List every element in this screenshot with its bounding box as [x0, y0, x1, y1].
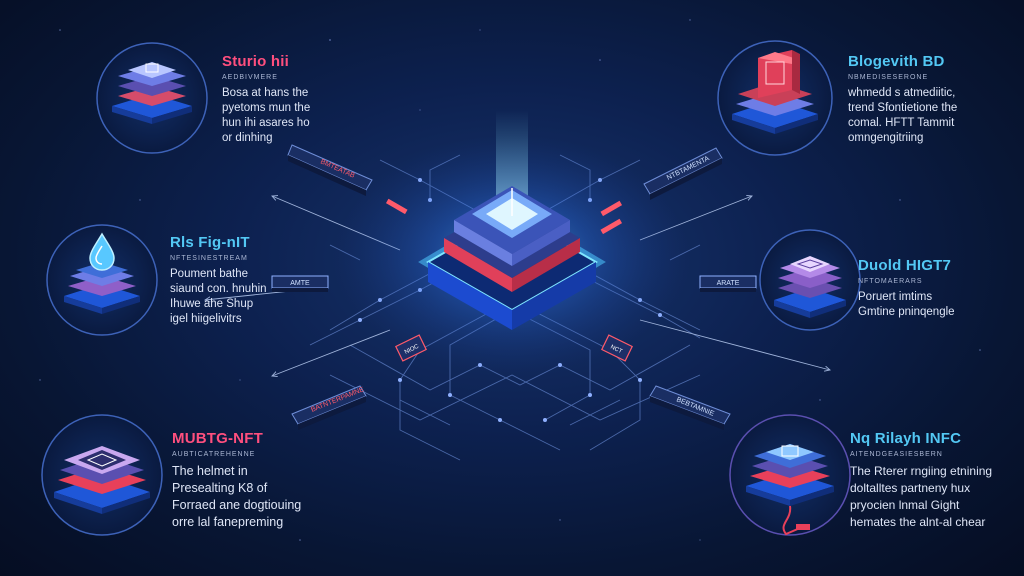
node-label-middle-right: Duold HIGT7 NFTOMAERARS Poruert imtims G…: [858, 257, 955, 320]
stacked-chip-icon: [112, 62, 192, 124]
connector-tag-bl: BATNTERPAMNE: [291, 385, 367, 430]
node-subtitle-middle-right: NFTOMAERARS: [858, 278, 923, 285]
node-label-bottom-right: Nq Rilayh INFC AITENDGEASIESBERN The Rte…: [850, 430, 992, 531]
node-line: comal. HFTT Tammit: [848, 117, 955, 129]
node-title-top-right: Blogevith BD: [848, 53, 945, 70]
node-line: The Rterer rngiing etnining: [850, 464, 993, 478]
mini-chip-left: NIOC: [395, 334, 427, 362]
node-line: orre lal fanepreming: [172, 515, 284, 529]
node-subtitle-middle-left: NFTESINESTREAM: [170, 255, 248, 262]
node-line: siaund con. hnuhin: [170, 283, 267, 295]
node-label-bottom-left: MUBTG-NFT AUBTICATREHENNE The helmet in …: [172, 430, 301, 531]
node-line: The helmet in: [172, 464, 248, 478]
node-line: hemates the alnt-al chear: [850, 515, 986, 529]
node-line: Gmtine pninqengle: [858, 306, 955, 318]
node-line: Forraed ane dogtiouing: [172, 498, 302, 512]
connector-tag-mr-text: ARATE: [717, 280, 740, 287]
mini-chip-right-text: NCT: [609, 344, 623, 355]
node-title-middle-right: Duold HIGT7: [858, 257, 952, 274]
node-line: Poruert imtims: [858, 291, 933, 303]
node-line: whmedd s atmediitic,: [848, 87, 956, 99]
central-core: [337, 110, 687, 375]
connector-tag-ml-text: AMTE: [290, 280, 310, 287]
node-line: doltalltes partneny hux: [850, 481, 971, 495]
node-title-middle-left: Rls Fig-nIT: [170, 234, 250, 251]
water-drop-icon: [64, 232, 140, 314]
connector-tag-tl: BMTEATAB: [287, 144, 373, 196]
node-line: Poument bathe: [170, 268, 249, 280]
node-title-bottom-left: MUBTG-NFT: [172, 430, 263, 447]
node-label-middle-left: Rls Fig-nIT NFTESINESTREAM Poument bathe…: [170, 234, 267, 327]
node-title-bottom-right: Nq Rilayh INFC: [850, 430, 962, 447]
node-line: pyetoms mun the: [222, 102, 311, 114]
node-ring-top-left: [96, 42, 208, 154]
node-line: igel hiigelivitrs: [170, 313, 242, 325]
connector-tag-ml: AMTE: [271, 275, 329, 292]
node-ring-middle-left: [46, 224, 158, 336]
node-subtitle-bottom-left: AUBTICATREHENNE: [172, 451, 256, 458]
mini-connector-pins: [385, 198, 623, 235]
node-title-top-left: Sturio hii: [222, 53, 289, 70]
node-line: Presealting K8 of: [172, 481, 268, 495]
chip-cable-icon: [746, 444, 834, 536]
node-subtitle-top-right: NBMEDISESERONE: [848, 74, 929, 81]
star-field: [39, 19, 981, 541]
node-ring-top-right: [717, 40, 833, 156]
flat-chip-icon: [54, 446, 150, 514]
node-label-top-left: Sturio hii AEDBIVMERE Bosa at hans the p…: [222, 53, 310, 146]
node-ring-middle-right: [759, 229, 861, 331]
node-line: Ihuwe ahe Shup: [170, 298, 254, 310]
node-line: omngengitriing: [848, 132, 924, 144]
connector-tag-tr: NTBTAMENTA: [643, 147, 723, 200]
node-line: Bosa at hans the: [222, 87, 309, 99]
node-line: pryocien lnmal Gight: [850, 498, 960, 512]
node-ring-bottom-left: [41, 414, 163, 536]
node-line: or dinhing: [222, 132, 273, 144]
node-line: trend Sfontietione the: [848, 102, 958, 114]
node-label-top-right: Blogevith BD NBMEDISESERONE whmedd s atm…: [848, 53, 957, 146]
node-ring-bottom-right: [729, 414, 851, 536]
node-subtitle-bottom-right: AITENDGEASIESBERN: [850, 451, 943, 458]
mini-chip-right: NCT: [601, 334, 633, 362]
red-cube-icon: [732, 50, 818, 134]
connector-tag-mr: ARATE: [699, 275, 757, 292]
node-line: hun ihi asares ho: [222, 117, 310, 129]
layered-chip-icon: [774, 256, 846, 318]
connector-tag-br: BEBTAMNIE: [649, 385, 731, 430]
node-subtitle-top-left: AEDBIVMERE: [222, 74, 278, 81]
